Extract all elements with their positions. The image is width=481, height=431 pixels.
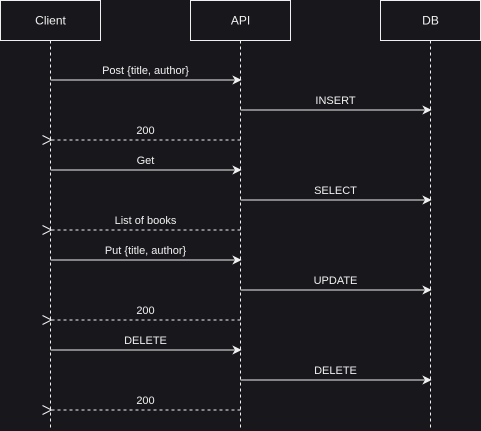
message-label: Put {title, author} — [105, 245, 187, 257]
filled-arrowhead-icon — [232, 165, 242, 175]
message-6: List of books — [42, 215, 241, 235]
message-label: 200 — [136, 395, 154, 407]
filled-arrowhead-icon — [232, 75, 242, 85]
participant-label-client: Client — [35, 14, 66, 28]
message-label: SELECT — [314, 185, 357, 197]
message-label: Post {title, author} — [102, 65, 189, 77]
message-1: Post {title, author} — [50, 65, 242, 85]
messages: Post {title, author}INSERT200GetSELECTLi… — [42, 65, 432, 415]
message-12: 200 — [42, 395, 241, 415]
message-label: List of books — [115, 215, 177, 227]
message-label: Get — [137, 155, 155, 167]
filled-arrowhead-icon — [422, 195, 432, 205]
message-label: DELETE — [314, 365, 357, 377]
message-3: 200 — [42, 125, 241, 145]
open-arrowhead-icon — [42, 315, 53, 325]
message-8: UPDATE — [240, 275, 432, 295]
message-label: 200 — [136, 305, 154, 317]
filled-arrowhead-icon — [422, 105, 432, 115]
message-5: SELECT — [240, 185, 432, 205]
message-label: INSERT — [315, 95, 355, 107]
message-11: DELETE — [240, 365, 432, 385]
participant-label-api: API — [231, 14, 250, 28]
participant-box-client — [0, 0, 101, 41]
filled-arrowhead-icon — [422, 285, 432, 295]
lifelines — [50, 40, 431, 430]
filled-arrowhead-icon — [422, 375, 432, 385]
participant-box-db — [380, 0, 481, 41]
open-arrowhead-icon — [42, 135, 53, 145]
filled-arrowhead-icon — [232, 345, 242, 355]
participant-label-db: DB — [422, 14, 439, 28]
open-arrowhead-icon — [42, 405, 53, 415]
message-9: 200 — [42, 305, 241, 325]
message-label: 200 — [136, 125, 154, 137]
open-arrowhead-icon — [42, 225, 53, 235]
message-10: DELETE — [50, 335, 242, 355]
participants: Client API DB — [0, 0, 481, 41]
message-7: Put {title, author} — [50, 245, 242, 265]
message-label: DELETE — [124, 335, 167, 347]
participant-box-api — [190, 0, 291, 41]
message-4: Get — [50, 155, 242, 175]
message-2: INSERT — [240, 95, 432, 115]
filled-arrowhead-icon — [232, 255, 242, 265]
message-label: UPDATE — [314, 275, 358, 287]
